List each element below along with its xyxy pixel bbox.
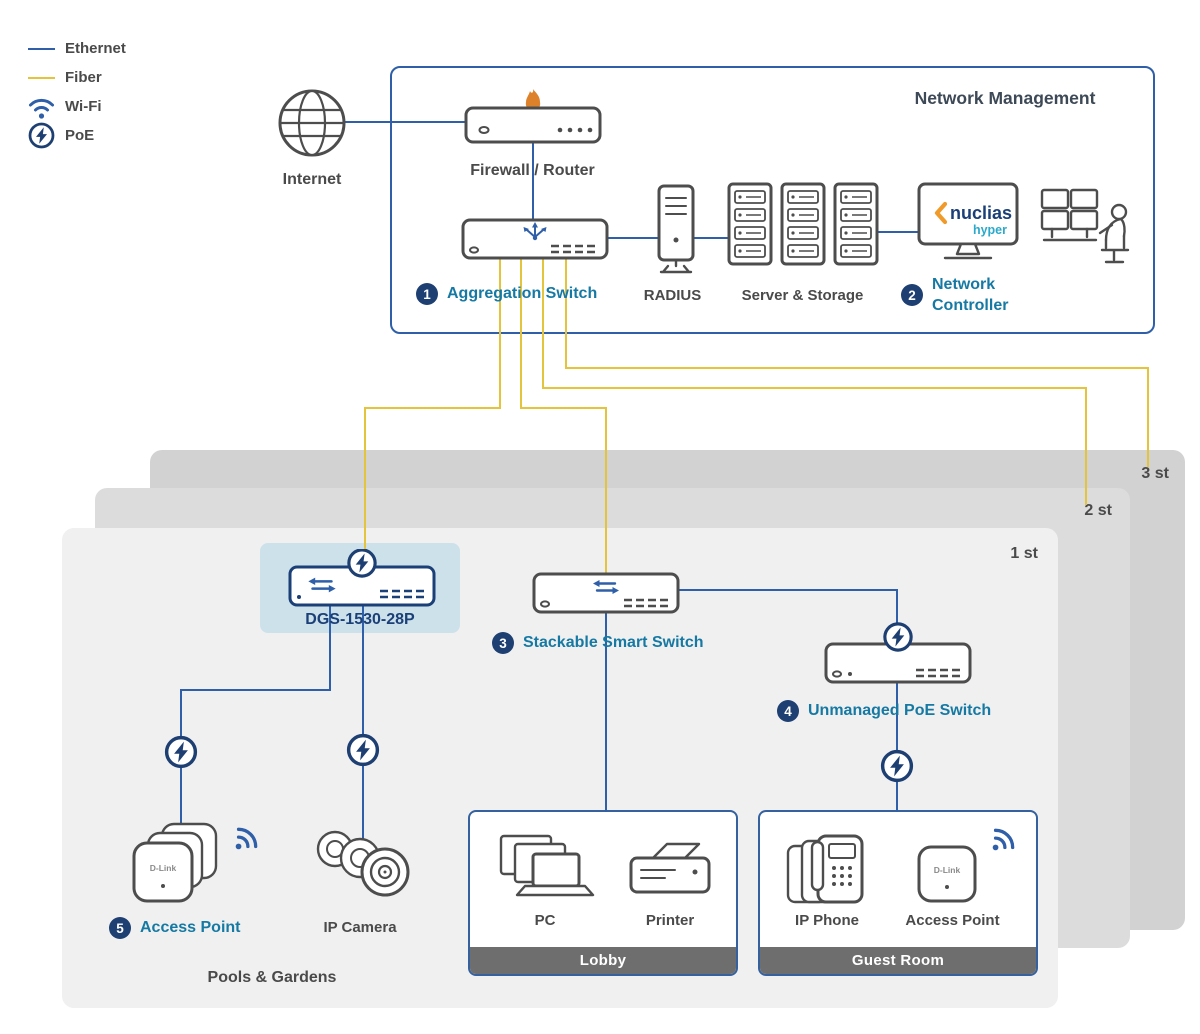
stackable-switch-label: Stackable Smart Switch	[523, 634, 704, 651]
printer-icon	[629, 842, 711, 894]
legend-row-fiber: Fiber	[28, 63, 126, 92]
poe-icon	[164, 735, 198, 769]
legend-label-poe: PoE	[65, 127, 95, 144]
number-badge-5: 5	[109, 917, 131, 939]
ip-phone-icon	[786, 834, 864, 904]
guest-room-header: Guest Room	[760, 947, 1036, 974]
lobby-title: Lobby	[579, 952, 627, 969]
poe-icon	[883, 622, 913, 652]
access-point-label: Access Point	[140, 919, 241, 936]
legend-label-wifi: Wi-Fi	[65, 98, 102, 115]
access-point-stack-icon: D-Link	[132, 822, 218, 903]
printer-label: Printer	[645, 912, 695, 929]
ip-camera-icon	[316, 830, 410, 897]
guest-access-point-label: Access Point	[905, 912, 1000, 929]
dgs-model-label: DGS-1530-28P	[305, 611, 415, 628]
poe-icon	[28, 122, 55, 149]
unmanaged-switch-tag: 4 Unmanaged PoE Switch	[777, 700, 991, 722]
network-controller-tag: 2 Network Controller	[901, 273, 1008, 317]
internet-globe-icon	[278, 89, 346, 157]
dlink-brand-text: D-Link	[934, 865, 961, 875]
pools-gardens-label: Pools & Gardens	[207, 969, 337, 986]
firewall-router-icon	[464, 89, 602, 144]
network-management-title: Network Management	[914, 88, 1096, 108]
floor-2-label: 2 st	[1084, 502, 1112, 519]
number-badge-2: 2	[901, 284, 923, 306]
radius-server-icon	[657, 184, 695, 274]
ip-phone-label: IP Phone	[795, 912, 859, 929]
legend-row-ethernet: Ethernet	[28, 34, 126, 63]
legend: Ethernet Fiber Wi-Fi PoE	[28, 34, 126, 150]
nuclias-chevron-icon	[934, 201, 948, 225]
operator-workstation-icon	[1040, 188, 1130, 264]
controller-label-line2: Controller	[932, 297, 1009, 314]
wifi-icon	[984, 825, 1018, 858]
aggregation-switch-tag: 1 Aggregation Switch	[416, 283, 597, 305]
legend-label-fiber: Fiber	[65, 69, 102, 86]
flame-icon	[525, 89, 541, 111]
aggregation-switch-icon	[461, 218, 609, 260]
fiber-lines	[364, 250, 1149, 586]
fiber-line-icon	[28, 76, 55, 79]
access-point-tag: 5 Access Point	[109, 917, 240, 939]
server-storage-label: Server & Storage	[741, 287, 864, 304]
poe-icon	[346, 733, 380, 767]
unmanaged-switch-label: Unmanaged PoE Switch	[808, 702, 992, 719]
ethernet-line-icon	[28, 47, 55, 50]
stackable-switch-icon	[532, 572, 680, 614]
lobby-header: Lobby	[470, 947, 736, 974]
pc-icon	[499, 834, 595, 897]
wifi-icon	[227, 824, 261, 857]
dlink-brand-text: D-Link	[150, 863, 177, 873]
legend-label-ethernet: Ethernet	[65, 40, 126, 57]
wifi-icon	[29, 98, 54, 120]
legend-row-wifi: Wi-Fi	[28, 92, 126, 121]
unmanaged-poe-switch-icon	[824, 622, 972, 684]
controller-label-line1: Network	[932, 276, 996, 293]
number-badge-1: 1	[416, 283, 438, 305]
internet-label: Internet	[282, 171, 342, 188]
nuclias-logo-text: nuclias	[950, 203, 1012, 223]
aggregation-switch-label: Aggregation Switch	[447, 285, 598, 302]
floor-3-label: 3 st	[1141, 465, 1169, 482]
number-badge-4: 4	[777, 700, 799, 722]
nuclias-hyper-text: hyper	[973, 223, 1007, 237]
floor-1-label: 1 st	[1010, 545, 1038, 562]
network-controller-monitor-icon: nuclias hyper	[917, 182, 1019, 260]
guest-access-point-icon: D-Link	[917, 845, 977, 903]
legend-row-poe: PoE	[28, 121, 126, 150]
number-badge-3: 3	[492, 632, 514, 654]
poe-icon	[347, 549, 377, 578]
server-storage-icon	[727, 182, 879, 266]
dgs-1530-switch-icon	[288, 549, 436, 607]
guest-room-title: Guest Room	[851, 952, 945, 969]
pc-label: PC	[534, 912, 556, 929]
poe-icon	[880, 749, 914, 783]
stackable-switch-tag: 3 Stackable Smart Switch	[492, 632, 704, 654]
radius-label: RADIUS	[643, 287, 702, 304]
firewall-router-label: Firewall / Router	[470, 162, 595, 179]
branch-arrows-icon	[523, 222, 547, 241]
ip-camera-label: IP Camera	[323, 919, 397, 936]
